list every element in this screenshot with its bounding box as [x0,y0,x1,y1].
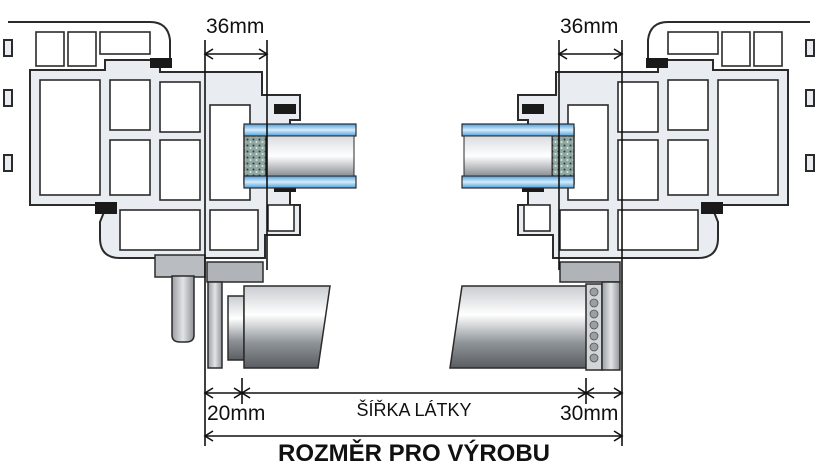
glass-pane-bottom [243,175,357,189]
glass-pane-top [461,123,575,137]
handle [171,275,195,343]
seal-icon [274,104,296,114]
left-window-profile [3,21,357,343]
seal-icon [646,58,668,68]
left-top-dimension-label: 36mm [206,15,264,38]
bracket [154,254,206,278]
roller-blind [206,261,621,371]
right-window-profile [461,21,815,259]
right-top-dimension-label: 36mm [560,15,618,38]
left-end-cap [227,295,245,361]
right-side-bracket [559,261,621,283]
seal-icon [522,104,544,114]
bead-chain-icon [589,287,599,363]
dimension-lines [203,40,624,446]
glass-pane-bottom [461,175,575,189]
roller-tube-left [243,285,331,369]
glass-pane-top [243,123,357,137]
right-side-plate [601,281,621,371]
left-bottom-dimension-label: 20mm [207,402,265,425]
roller-tube-right [449,285,591,369]
left-side-bracket [206,261,264,283]
fabric-width-label: ŠÍŘKA LÁTKY [356,399,471,420]
right-bottom-dimension-label: 30mm [560,402,618,425]
seal-icon [95,202,117,214]
seal-icon [701,202,723,214]
left-side-plate [207,281,223,369]
glass-cavity [463,135,553,177]
production-size-label: ROZMĚR PRO VÝROBU [278,439,550,465]
glass-cavity [265,135,355,177]
seal-icon [150,58,172,68]
